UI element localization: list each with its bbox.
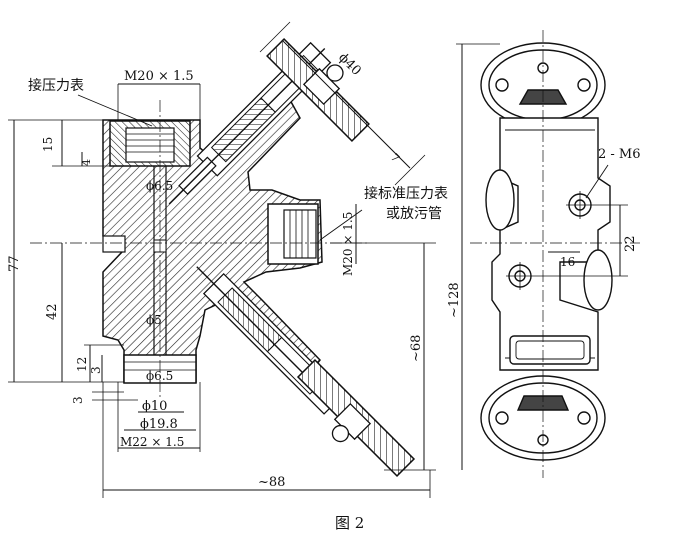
dim-phi10: ϕ10: [142, 399, 167, 414]
dim-phi6-5-top: ϕ6.5: [146, 179, 173, 193]
section-view: [8, 21, 500, 498]
dim-88: ~88: [258, 475, 285, 490]
exterior-view: [470, 30, 640, 478]
dim-3-bottom: 3: [71, 396, 85, 404]
dim-22: 22: [623, 235, 638, 252]
upper-handwheel: [266, 38, 370, 142]
valve-body-section: [102, 99, 323, 383]
dim-m20-side: M20 × 1.5: [341, 212, 355, 276]
lower-handwheel: [296, 358, 416, 478]
figure-caption: 图 2: [335, 514, 365, 532]
dim-m22-bottom: M22 × 1.5: [120, 435, 184, 449]
dim-4: 4: [80, 159, 93, 166]
exterior-body: [491, 117, 611, 371]
label-std-gauge-line1: 接标准压力表: [364, 185, 448, 202]
dim-phi5: ϕ5: [146, 313, 162, 327]
dim-68: ~68: [409, 335, 424, 362]
dim-16: 16: [560, 255, 575, 269]
dim-phi6-5-bottom: ϕ6.5: [146, 369, 173, 383]
dim-15: 15: [41, 137, 55, 152]
dim-12: 12: [75, 357, 89, 372]
dim-128: ~128: [447, 282, 462, 318]
dim-m20-top: M20 × 1.5: [124, 69, 194, 84]
dim-m6: 2 - M6: [598, 147, 641, 162]
label-gauge-port: 接压力表: [28, 77, 84, 94]
label-std-gauge-line2: 或放污管: [386, 206, 442, 222]
dim-phi19-8: ϕ19.8: [140, 417, 178, 432]
dim-42: 42: [45, 303, 60, 320]
dim-77: 77: [7, 255, 22, 272]
dim-3-left: 3: [89, 366, 103, 374]
